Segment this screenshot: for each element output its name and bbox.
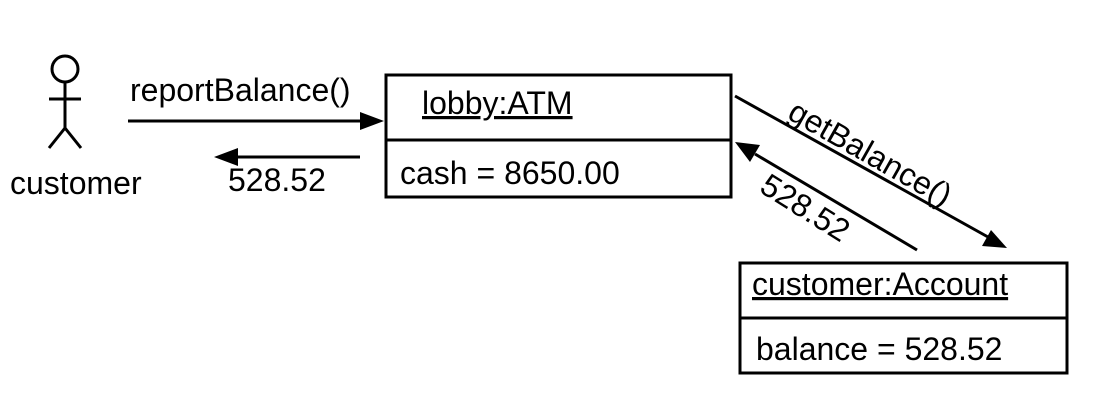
actor-label: customer — [10, 165, 142, 201]
account-name: customer:Account — [752, 266, 1008, 302]
report-return-label: 528.52 — [228, 162, 326, 198]
actor-right-leg — [63, 127, 83, 149]
report-balance-label: reportBalance() — [130, 72, 351, 108]
atm-attribute: cash = 8650.00 — [400, 155, 620, 191]
actor-customer — [47, 54, 83, 149]
account-attribute: balance = 528.52 — [756, 331, 1002, 367]
atm-object: lobby:ATM cash = 8650.00 — [384, 73, 733, 199]
get-return-label: 528.52 — [754, 166, 856, 248]
account-object: customer:Account balance = 528.52 — [738, 261, 1069, 375]
report-balance-arrowhead — [360, 112, 384, 130]
actor-left-leg — [47, 127, 67, 149]
report-balance-arrow — [128, 112, 384, 130]
atm-box — [384, 73, 733, 199]
get-balance-arrow — [734, 94, 1007, 248]
report-return-arrow — [214, 148, 360, 166]
report-return-arrowhead — [214, 148, 238, 166]
get-balance-arrowhead — [982, 230, 1007, 248]
atm-name: lobby:ATM — [422, 85, 573, 121]
actor-head — [50, 54, 80, 84]
get-return-arrow — [735, 142, 918, 252]
get-return-arrowhead — [735, 142, 760, 162]
